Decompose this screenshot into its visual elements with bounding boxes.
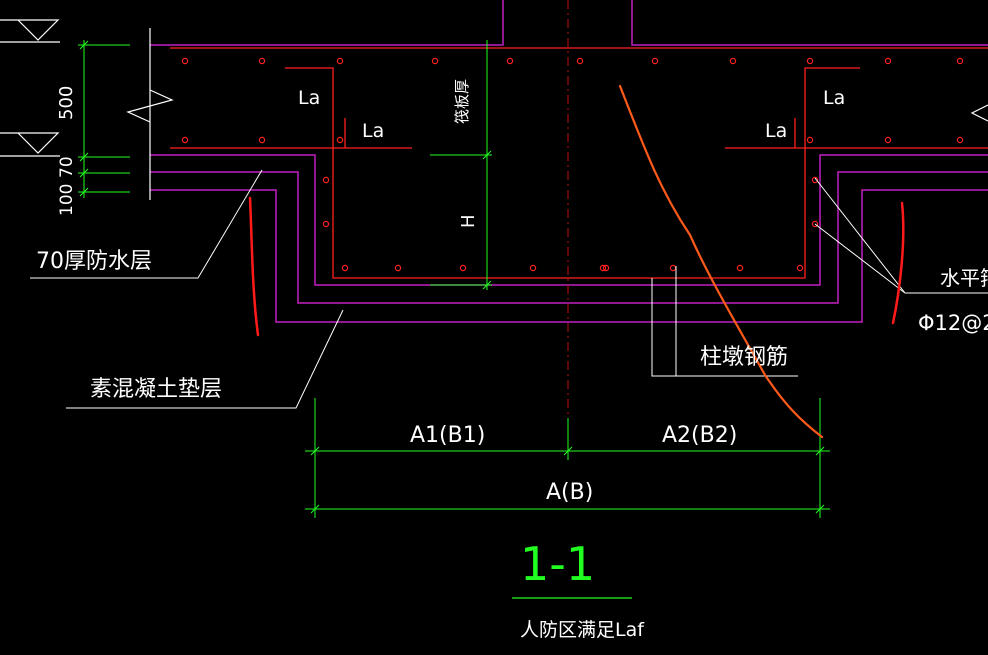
slab-thickness-label: 筏板厚 [453,79,471,124]
section-title: 1-1 [520,537,595,591]
leader-lines [30,169,988,409]
column-pier-rebar-label: 柱墩钢筋 [700,345,788,370]
rebar-dot [322,176,330,184]
rebar-dot [884,57,892,65]
rebar-dot [806,136,814,144]
rebar-dot [181,57,189,65]
dim-70: 70 [57,156,77,178]
plain-concrete-cushion-label: 素混凝土垫层 [90,377,222,402]
section-note: 人防区满足Laf [520,619,645,641]
rebar-dot [729,57,737,65]
rebar-dot [811,220,819,228]
plan-dimensions [305,398,830,518]
rebar-dot [394,264,402,272]
cushion-layer-outline [150,189,988,323]
slab-top-edge-right [631,0,988,46]
rebar-dot [529,264,537,272]
text-labels: La La La La 筏板厚 H 500 70 100 70厚防水层 素混凝土… [36,79,988,641]
rebar-dot [431,57,439,65]
markup-sketch [248,84,905,439]
rebar-dot [796,264,804,272]
rebar-dots [181,57,964,272]
la-bend-left-upper [285,67,860,279]
slab-top-edge-left [150,0,504,46]
rebar-dot [506,57,514,65]
rebar-dot [602,264,610,272]
h-label: H [458,214,479,228]
dim-a2b2: A2(B2) [662,423,737,448]
waterproof-layer-label: 70厚防水层 [36,249,152,274]
la-label-right-lower: La [765,120,787,142]
level-marker-symbols [0,19,988,200]
rebar-dot [459,264,467,272]
rebar-dot [599,264,607,272]
horizontal-tie-label: 水平箍 [940,266,988,290]
rebar-dot [336,136,344,144]
slab-level-dimensions [78,40,492,290]
rebar-lines [170,47,988,279]
la-label-left-upper: La [298,87,320,109]
dim-a1b1: A1(B1) [410,423,485,448]
rebar-dot [336,57,344,65]
rebar-dot [651,57,659,65]
la-label-left-lower: La [362,120,384,142]
rebar-dot [669,264,677,272]
dim-500: 500 [56,86,77,120]
rebar-dot [576,57,584,65]
waterproof-layer-outline [150,171,988,304]
tie-spec-label: Φ12@2 [918,311,988,335]
la-label-right-upper: La [823,87,845,109]
rebar-dot [956,57,964,65]
rebar-dot [806,57,814,65]
dim-100: 100 [57,184,77,216]
dim-ab: A(B) [546,480,593,505]
rebar-dot [884,136,892,144]
rebar-dot [181,136,189,144]
rebar-dot [956,136,964,144]
rebar-dot [322,220,330,228]
rebar-dot [258,57,266,65]
rebar-dot [258,136,266,144]
rebar-dot [736,264,744,272]
rebar-dot [341,264,349,272]
rebar-dot [811,176,819,184]
